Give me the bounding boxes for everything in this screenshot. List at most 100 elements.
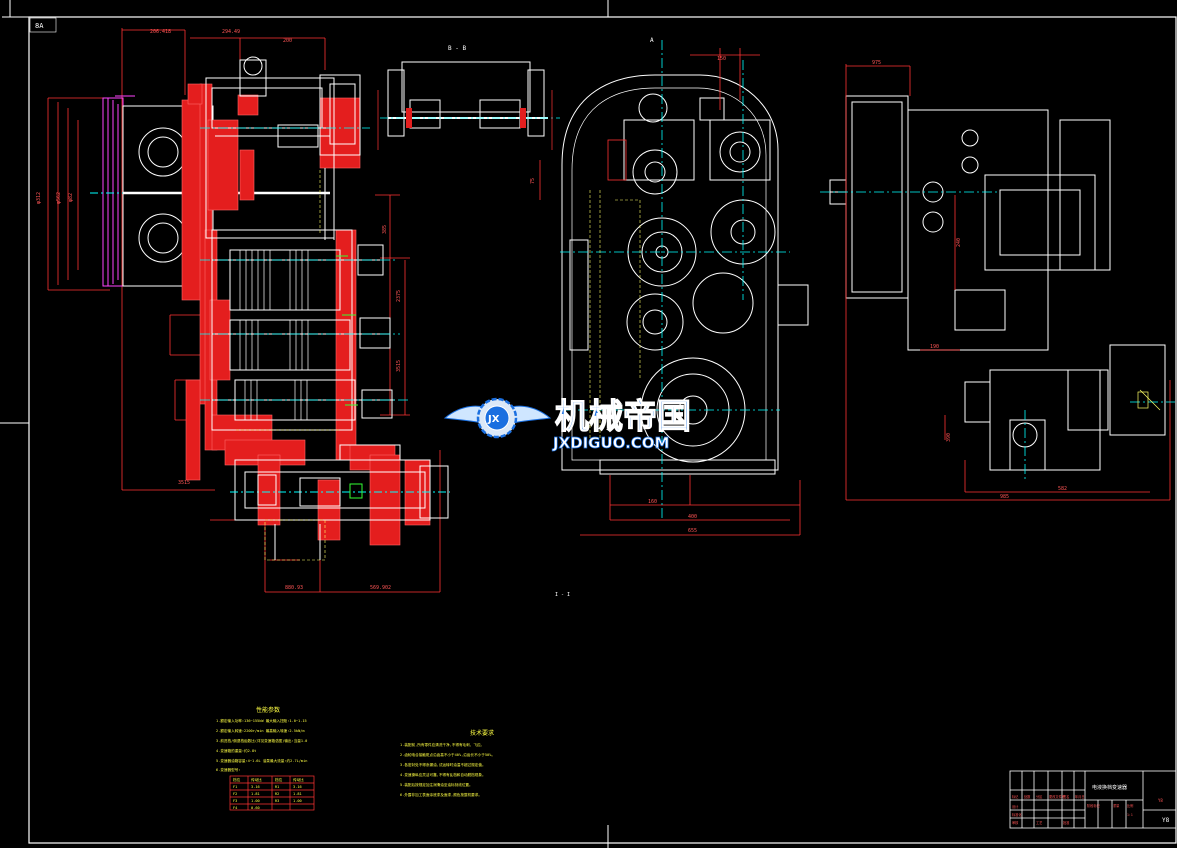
right-dim-labels: 975 240 190 390 582 985 [872,60,1067,500]
dim-label: φ82 [68,193,74,202]
dim-label: 400 [688,514,697,520]
dim-label: φ312 [36,192,42,204]
title-block-code: Y8 [1162,817,1170,824]
table-cell: R1 [275,785,279,789]
dim-label: 582 [1058,486,1067,492]
clutch-packs [239,250,309,420]
tech-line: 2.齿轮啮合接触斑点沿齿高不小于40%,沿齿长不小于50%。 [400,752,495,757]
green-components [336,255,363,499]
param-line: 4.变速箱的重量:约2.8t [216,748,256,753]
tb-cell: 比例 [1127,803,1133,808]
dim-label: 2375 [396,290,402,302]
dim-label: 75 [530,178,536,184]
dim-label: 385 [382,225,388,234]
middle-dim-labels: 150 160 400 655 75 [530,56,726,534]
watermark-en: JXDIGUO.COM [552,434,669,452]
dim-label: 880.93 [285,585,303,591]
params-lines: 1.额定输入功率:136~155kW 最大输入扭矩:1.0~1.15 2.额定输… [216,718,307,772]
tb-cell: 标记 [1012,794,1019,799]
tb-cell: 年月日 [1075,794,1085,799]
tech-line: 5.装配后按规定加注润滑油至油标刻线位置。 [400,782,473,787]
left-dim-labels: 206.418 294.49 200 φ312 φ562 φ82 385 237… [36,29,402,591]
right-centerlines [820,191,1175,480]
dim-label: 390 [946,433,952,442]
table-cell: F4 [233,806,237,810]
logo-letters: JX [487,414,500,425]
dim-label: 190 [930,344,939,350]
table-cell: F1 [233,785,237,789]
right-side-view [829,95,1166,471]
section-ii-label: I - I [555,592,570,598]
section-bb-view [377,61,560,150]
param-line: 1.额定输入功率:136~155kW 最大输入扭矩:1.0~1.15 [216,718,307,723]
dim-label: 294.49 [222,29,240,35]
dim-label: 160 [648,499,657,505]
watermark-logo: JX [443,397,552,439]
sheet-tag: 8A [35,22,44,30]
table-cell: 传动比 [293,777,304,782]
tb-cell: 工艺 [1036,820,1042,825]
left-centerlines [200,127,410,401]
middle-red-details [539,48,801,536]
tb-scale: 1:1 [1127,813,1133,817]
tb-cell: 设计 [1012,804,1019,809]
dim-label: 206.418 [150,29,171,35]
tech-line: 1.装配前,所有零件应清洗干净,不得有毛刺、飞边。 [400,742,484,747]
table-cell: 3.16 [251,785,260,789]
table-cell: 1.81 [251,792,260,796]
tb-cell: 批准 [1063,820,1070,825]
tb-cell: 分区 [1036,794,1043,799]
section-hatch [181,83,431,546]
dim-label: φ562 [56,192,62,204]
tb-cell: 阶段标记 [1087,803,1101,808]
dim-label: 3515 [178,480,190,486]
table-cell: F3 [233,799,237,803]
section-bb-label: B - B [448,45,466,52]
middle-centerlines [560,40,790,520]
tech-line: 4.变速操纵应灵活可靠,不得有乱档和自动脱档现象。 [400,772,486,777]
tech-lines: 1.装配前,所有零件应清洗干净,不得有毛刺、飞边。 2.齿轮啮合接触斑点沿齿高不… [400,742,495,797]
input-flange [102,95,135,287]
param-line: 5.变速器油箱容量:4~1.6L 油泵最大流量:约2.7L/min [216,758,307,763]
performance-params: 性能参数 1.额定输入功率:136~155kW 最大输入扭矩:1.0~1.15 … [216,706,315,811]
watermark-cn: 机械帝国 [555,397,691,437]
dim-label: 150 [717,56,726,62]
title-block-text: 标记 处数 分区 更改文件号 签名 年月日 设计 标准化 审核 工艺 批准 阶段… [1012,794,1133,825]
ratio-table [229,775,315,811]
param-line: 6.变速器型号: [216,767,240,772]
tech-line: 6.外露非加工表面涂底漆及面漆,颜色按整机要求。 [400,792,482,797]
table-cell: 档位 [275,777,283,782]
dim-label: 569.902 [370,585,391,591]
dim-label: 3515 [396,360,402,372]
table-cell: 3.16 [293,785,302,789]
dim-label: 985 [1000,494,1009,500]
tech-title: 技术要求 [470,729,494,737]
param-line: 3.前进档/倒退档齿数比(详见变速箱总图)输出:当量1.0 [216,738,307,743]
param-line: 2.额定输入转速:2200r/min 最高输入转速:2.5kN/m [216,728,305,733]
hidden-lines [236,170,340,561]
params-title: 性能参数 [256,706,280,714]
tb-cell: 更改文件号 [1049,794,1065,799]
table-cell: 传动比 [251,777,262,782]
ratio-table-text: 档位 传动比 档位 传动比 F1 3.16 R1 3.16 F2 1.81 R2… [233,777,304,810]
tb-cell: 处数 [1024,794,1031,799]
middle-yellow-lines [589,190,641,440]
title-block [1009,770,1177,829]
tb-cell: 重量 [1113,803,1120,808]
tb-cell: 签名 [1063,794,1069,799]
corner-code: Y8 [1158,798,1163,803]
right-yellow-lines [1137,389,1161,411]
table-cell: R2 [275,792,279,796]
title-block-name: 电液换档变速器 [1092,784,1127,791]
table-cell: 档位 [233,777,241,782]
technical-requirements: 技术要求 1.装配前,所有零件应清洗干净,不得有毛刺、飞边。 2.齿轮啮合接触斑… [400,729,495,797]
table-cell: 0.60 [251,806,260,810]
table-cell: R3 [275,799,279,803]
dim-label: 655 [688,528,697,534]
left-section-view: 206.418 294.49 200 φ312 φ562 φ82 385 237… [36,28,450,593]
section-a-label: A [650,37,654,44]
right-red-details [845,64,1171,501]
table-cell: 1.81 [293,792,302,796]
